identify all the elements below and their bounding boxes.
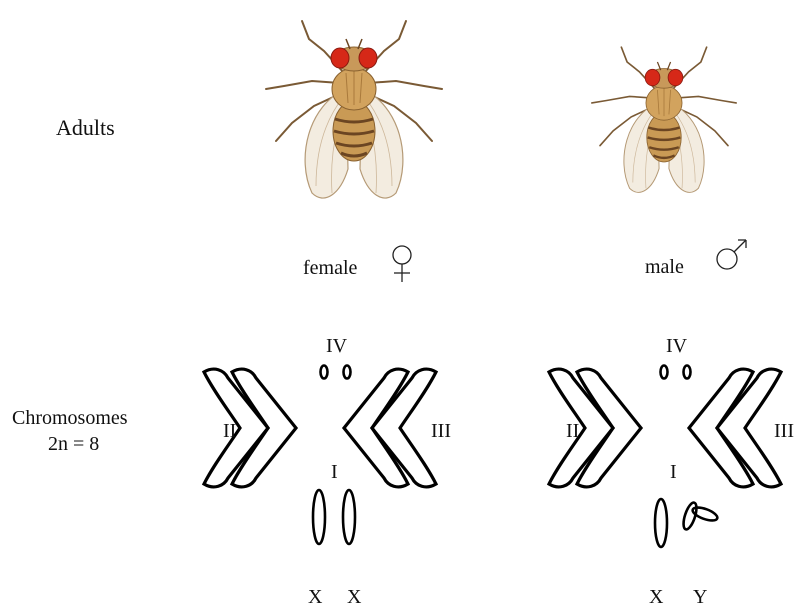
male-caption: male [645,257,684,277]
female-label-II: II [223,421,236,441]
male-fly-image [592,47,736,192]
diploid-number-label: 2n = 8 [48,434,99,454]
female-label-III: III [431,421,451,441]
male-label-Y: Y [693,587,707,607]
female-caption: female [303,258,357,278]
male-chromosome-I [655,499,719,547]
female-chromosome-II [204,369,296,487]
male-chromosome-IV [661,366,691,379]
male-symbol [717,240,746,269]
adults-label: Adults [56,117,115,139]
female-label-I: I [331,462,338,482]
female-chromosome-III [344,369,436,487]
female-chromosome-IV [321,366,351,379]
female-fly-image [266,21,442,198]
male-label-I: I [670,462,677,482]
female-chromosome-I [313,490,355,544]
male-chromosome-III [689,369,781,487]
male-chromosome-II [549,369,641,487]
male-label-X: X [649,587,663,607]
male-label-II: II [566,421,579,441]
male-label-III: III [774,421,797,441]
female-label-X-left: X [308,587,322,607]
female-label-X-right: X [347,587,361,607]
female-symbol [393,246,411,282]
chromosomes-label: Chromosomes [12,408,128,428]
female-label-IV: IV [326,336,347,356]
male-label-IV: IV [666,336,687,356]
